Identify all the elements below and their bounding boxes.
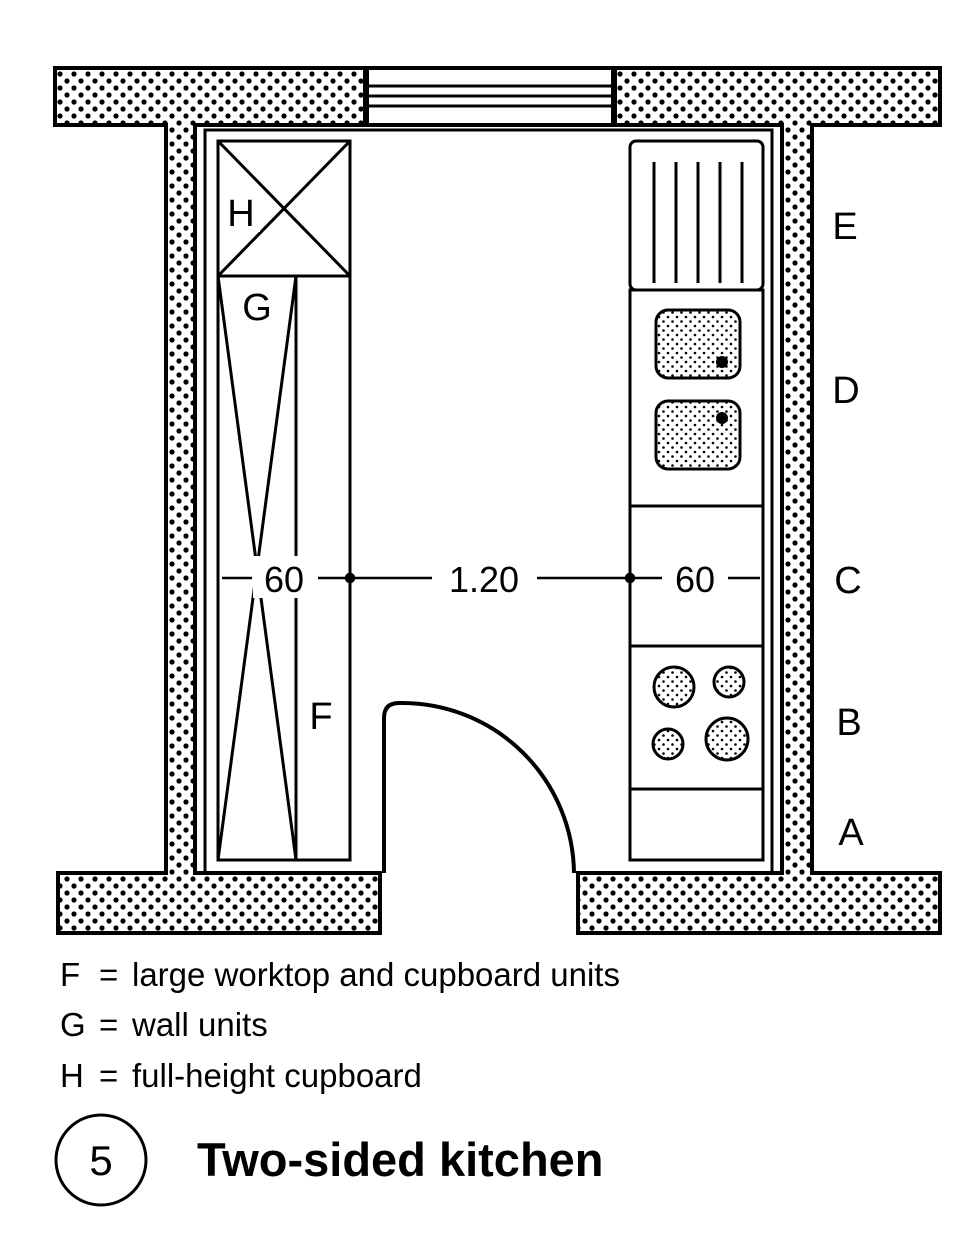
plug-hole-icon (716, 412, 728, 424)
legend-text: large worktop and cupboard units (132, 956, 620, 993)
door (382, 701, 576, 874)
right-unit-run (628, 139, 765, 862)
legend-item-g: G = wall units (60, 1006, 268, 1043)
plug-hole-icon (716, 356, 728, 368)
legend-equals: = (99, 956, 118, 993)
hob-ring-icon (704, 716, 750, 762)
door-leaf (382, 701, 402, 873)
top-wall-right (576, 66, 942, 935)
figure-title: Two-sided kitchen (197, 1133, 604, 1186)
hob-ring-icon (712, 665, 746, 699)
legend-key: H (60, 1057, 84, 1094)
label-h: H (227, 193, 254, 235)
unit-a-end-cupboard (628, 787, 765, 862)
left-unit-run (216, 139, 352, 862)
legend-item-f: F = large worktop and cupboard units (60, 956, 620, 993)
dimension-left-depth: 60 (264, 559, 304, 600)
legend-equals: = (99, 1006, 118, 1043)
legend-key: F (60, 956, 80, 993)
label-a: A (838, 812, 864, 854)
sink-bowl-lower (654, 399, 742, 471)
figure-number: 5 (89, 1137, 112, 1184)
dimension-line (222, 572, 760, 584)
legend-text: wall units (131, 1006, 268, 1043)
legend-key: G (60, 1006, 86, 1043)
figure-number-circle (54, 1113, 148, 1207)
dimension-gap: 1.20 (449, 559, 519, 600)
legend: F = large worktop and cupboard units G =… (60, 956, 620, 1094)
hob-ring-icon (651, 727, 685, 761)
sink-bowl-upper (654, 308, 742, 380)
room-outline (203, 128, 774, 875)
legend-text: full-height cupboard (132, 1057, 422, 1094)
dimension-right-depth: 60 (675, 559, 715, 600)
hob-ring-icon (652, 665, 696, 709)
label-d: D (832, 370, 859, 412)
label-c: C (834, 560, 861, 602)
label-g: G (242, 287, 272, 329)
door-swing-arc (401, 701, 576, 874)
label-b: B (836, 702, 861, 744)
figure-caption: 5 Two-sided kitchen (54, 1113, 604, 1207)
walls (53, 66, 942, 935)
legend-equals: = (99, 1057, 118, 1094)
label-e: E (832, 206, 857, 248)
legend-item-h: H = full-height cupboard (60, 1057, 422, 1094)
unit-b-hob (628, 644, 765, 791)
label-f: F (309, 696, 332, 738)
window (365, 66, 615, 127)
